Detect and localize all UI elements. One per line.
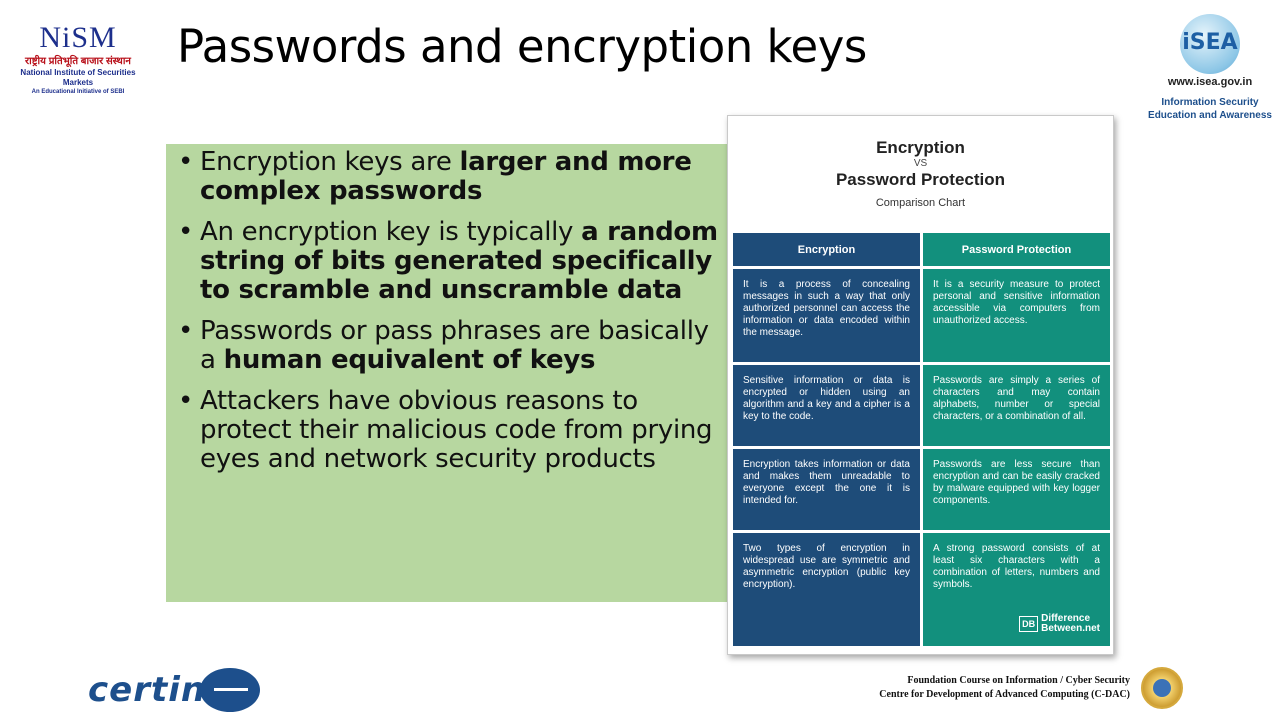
bullet-bold-text: human equivalent of keys [223, 345, 596, 375]
chart-header: Encryption VS Password Protection Compar… [728, 116, 1113, 210]
column-header-encryption: Encryption [733, 233, 920, 266]
footer-cdac-line: Centre for Development of Advanced Compu… [879, 689, 1130, 700]
chart-title-encryption: Encryption [876, 138, 965, 157]
isea-url: www.isea.gov.in [1167, 76, 1253, 88]
isea-tagline-1: Information Security [1161, 97, 1259, 108]
footer-text: Foundation Course on Information / Cyber… [879, 674, 1130, 702]
footer-course-line: Foundation Course on Information / Cyber… [907, 675, 1130, 686]
bullet-item: Encryption keys are larger and more comp… [176, 148, 724, 206]
isea-logo-text: iSEA [1182, 30, 1238, 55]
comparison-chart: Encryption VS Password Protection Compar… [727, 115, 1114, 655]
isea-tagline: Information Security Education and Aware… [1140, 96, 1280, 122]
cert-in-logo: certin [88, 668, 261, 712]
nism-subtitle: An Educational Initiative of SEBI [31, 89, 125, 95]
nism-full-name: National Institute of Securities Markets [20, 68, 136, 87]
bullet-list: Encryption keys are larger and more comp… [176, 148, 724, 474]
db-logo-text: Difference Between.net [1041, 614, 1100, 634]
table-cell-password: Passwords are less secure than encryptio… [923, 449, 1110, 530]
chart-vs: VS [913, 158, 928, 169]
bullet-item: Attackers have obvious reasons to protec… [176, 387, 724, 474]
chart-title-password: Password Protection [835, 170, 1006, 189]
bullet-bold-text: a random string of bits generated specif… [200, 217, 718, 305]
bullet-text: Passwords or pass phrases are basically … [200, 316, 709, 375]
isea-globe-icon: iSEA [1180, 14, 1240, 74]
column-header-password: Password Protection [923, 233, 1110, 266]
bullet-text: Encryption keys are [200, 147, 460, 177]
bullet-text: Attackers have obvious reasons to protec… [200, 386, 713, 474]
nism-brand: NiSM [39, 21, 117, 54]
isea-tagline-2: Education and Awareness [1148, 110, 1272, 121]
cert-in-logo-text: certin [88, 670, 207, 710]
slide-title: Passwords and encryption keys [177, 20, 867, 73]
bullet-item: Passwords or pass phrases are basically … [176, 317, 724, 375]
db-logo-line-1: Difference [1041, 613, 1090, 624]
difference-between-logo: DB Difference Between.net [1019, 614, 1100, 634]
table-cell-password: It is a security measure to protect pers… [923, 269, 1110, 362]
table-cell-encryption: Encryption takes information or data and… [733, 449, 920, 530]
db-logo-icon: DB [1019, 616, 1039, 632]
table-cell-password-text: A strong password consists of at least s… [933, 543, 1100, 590]
isea-logo-block: iSEA www.isea.gov.in Information Securit… [1140, 14, 1280, 122]
table-cell-password: Passwords are simply a series of charact… [923, 365, 1110, 446]
bullet-panel: Encryption keys are larger and more comp… [166, 144, 732, 602]
table-cell-encryption: Sensitive information or data is encrypt… [733, 365, 920, 446]
table-cell-password: A strong password consists of at least s… [923, 533, 1110, 646]
bullet-text: An encryption key is typically [200, 217, 582, 247]
table-cell-encryption: It is a process of concealing messages i… [733, 269, 920, 362]
chart-subtitle: Comparison Chart [875, 197, 966, 209]
nism-logo: NiSM राष्ट्रीय प्रतिभूति बाजार संस्थान N… [8, 22, 148, 96]
bullet-item: An encryption key is typically a random … [176, 218, 724, 305]
cdac-seal-icon [1141, 667, 1183, 709]
chart-table: Encryption Password Protection It is a p… [733, 233, 1110, 646]
nism-hindi-name: राष्ट्रीय प्रतिभूति बाजार संस्थान [25, 56, 131, 67]
table-cell-encryption: Two types of encryption in widespread us… [733, 533, 920, 646]
circuit-icon [200, 668, 261, 712]
db-logo-line-2: Between.net [1041, 623, 1100, 634]
bullet-bold-text: larger and more complex passwords [200, 147, 692, 206]
